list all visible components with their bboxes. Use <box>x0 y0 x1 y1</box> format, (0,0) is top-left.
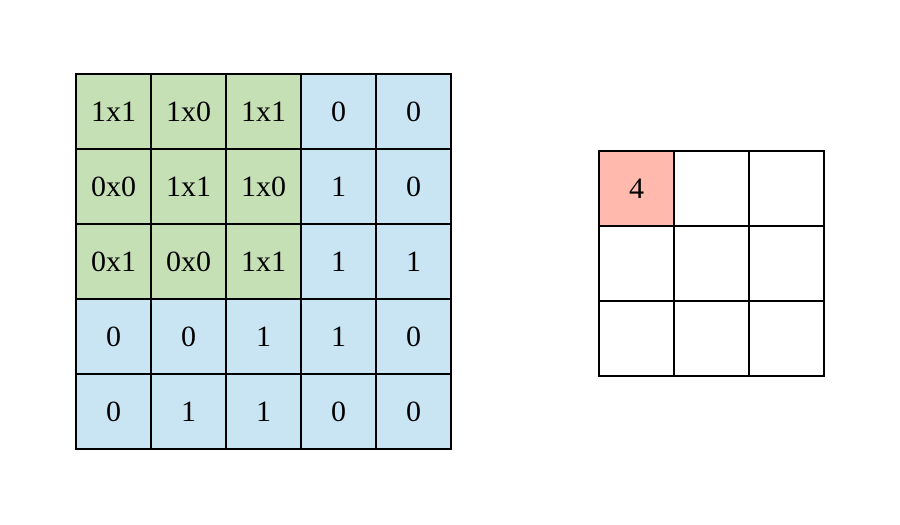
input-matrix-cell: 1x1 <box>227 225 300 298</box>
input-matrix-cell: 1 <box>152 375 225 448</box>
input-matrix-cell: 0 <box>152 300 225 373</box>
output-matrix-cell <box>675 227 748 300</box>
input-matrix-cell: 0 <box>377 375 450 448</box>
input-matrix-cell: 0 <box>377 300 450 373</box>
input-matrix-cell: 0 <box>377 150 450 223</box>
input-matrix-cell: 0 <box>302 375 375 448</box>
output-matrix-cell <box>750 302 823 375</box>
input-matrix-cell: 0 <box>77 300 150 373</box>
input-matrix-cell: 1x1 <box>152 150 225 223</box>
input-matrix-cell: 0x0 <box>77 150 150 223</box>
input-matrix-cell: 0 <box>302 75 375 148</box>
output-matrix-cell <box>600 302 673 375</box>
input-matrix-cell: 1x0 <box>227 150 300 223</box>
input-matrix-cell: 0 <box>77 375 150 448</box>
input-matrix-cell: 1 <box>302 225 375 298</box>
input-matrix-cell: 1 <box>227 300 300 373</box>
input-matrix-cell: 0x1 <box>77 225 150 298</box>
input-matrix-cell: 1 <box>302 300 375 373</box>
output-matrix-cell <box>675 302 748 375</box>
input-matrix-cell: 1 <box>227 375 300 448</box>
output-matrix-cell <box>750 152 823 225</box>
output-matrix-cell: 4 <box>600 152 673 225</box>
input-matrix-cell: 0x0 <box>152 225 225 298</box>
output-matrix-cell <box>675 152 748 225</box>
input-matrix-cell: 1x1 <box>227 75 300 148</box>
output-matrix: 4 <box>598 150 825 377</box>
input-matrix-cell: 0 <box>377 75 450 148</box>
output-matrix-cell <box>600 227 673 300</box>
output-matrix-cell <box>750 227 823 300</box>
input-matrix-cell: 1 <box>377 225 450 298</box>
input-matrix-cell: 1x1 <box>77 75 150 148</box>
input-matrix-cell: 1x0 <box>152 75 225 148</box>
input-matrix-cell: 1 <box>302 150 375 223</box>
